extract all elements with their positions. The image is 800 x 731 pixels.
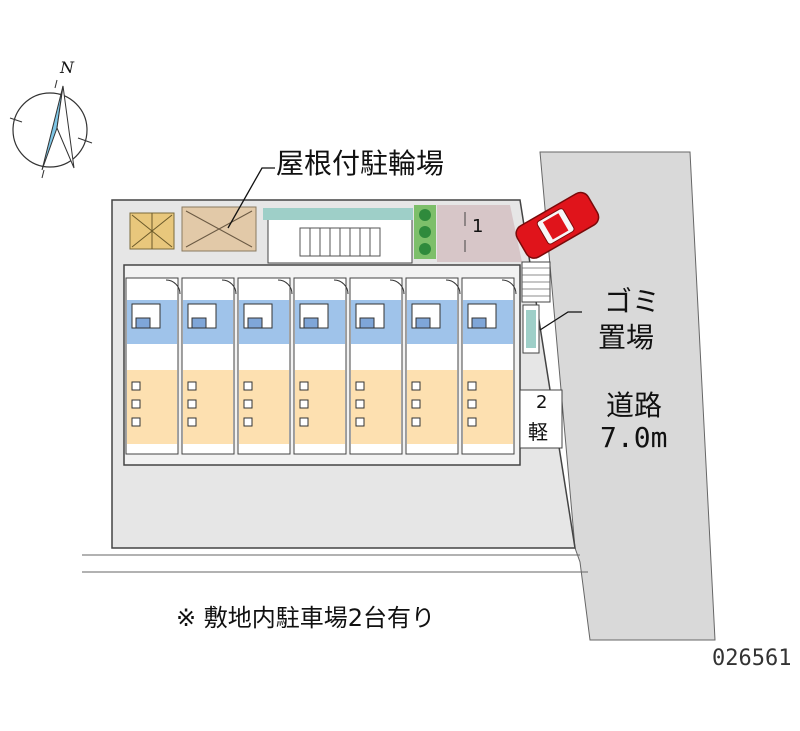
apartment-unit (293, 277, 349, 455)
car-icon (515, 191, 600, 259)
apartment-unit (405, 277, 461, 455)
parking-area (437, 205, 522, 262)
bicycle-parking-label: 屋根付駐輪場 (276, 147, 445, 180)
road-width-label: 7.0m (600, 421, 668, 454)
apartment-unit (237, 277, 293, 455)
property-code: 026561 (712, 646, 792, 671)
parking-slot-2-label: 2 (536, 392, 548, 413)
apartment-unit (461, 277, 517, 455)
apartment-unit (125, 277, 181, 455)
garbage-area-label-1: ゴミ (604, 285, 661, 318)
road-label: 道路 (606, 389, 663, 422)
north-label: N (60, 58, 74, 77)
garbage-area-label-2: 置場 (598, 321, 655, 354)
corridor-teal (263, 208, 413, 220)
light-vehicle-label: 軽 (528, 420, 548, 444)
parking-slot-2 (519, 389, 563, 449)
apartment-unit (349, 277, 405, 455)
footnote: ※ 敷地内駐車場2台有り (176, 604, 436, 632)
parking-slot-1-label: 1 (472, 216, 484, 237)
compass-rose-icon (9, 79, 93, 179)
apartment-unit (181, 277, 237, 455)
